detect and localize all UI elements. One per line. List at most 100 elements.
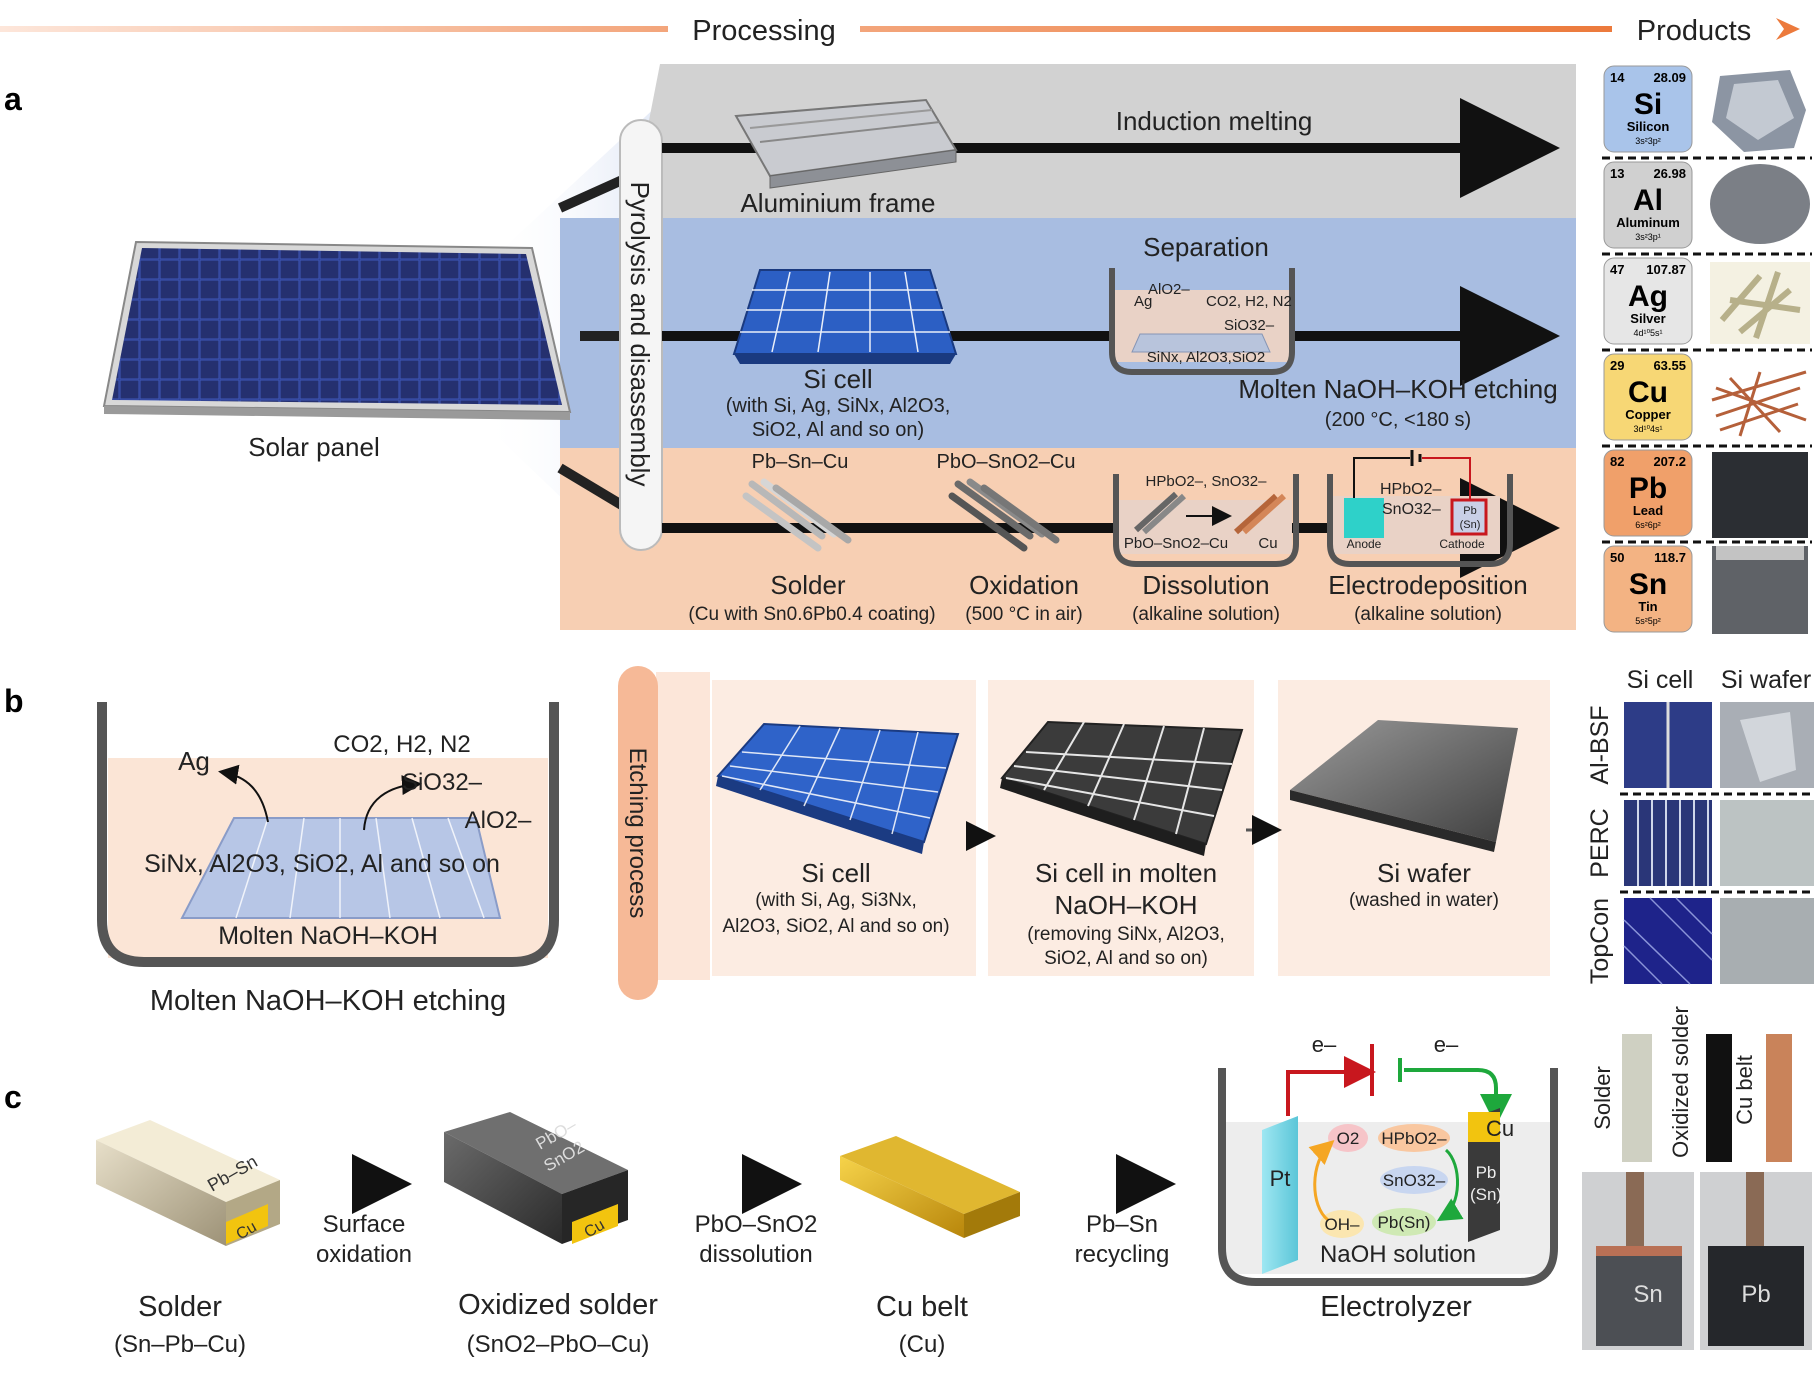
b-step2-title1: Si cell in molten	[1035, 858, 1217, 888]
dissolution-sub: (alkaline solution)	[1132, 604, 1280, 625]
al-config: 3s²3p¹	[1635, 232, 1661, 242]
row-perc: PERC	[1586, 808, 1614, 877]
b-alo2: AlO2–	[465, 807, 532, 834]
element-card-si: 14 28.09 Si Silicon 3s²3p²	[1603, 65, 1693, 153]
pb-mass: 207.2	[1653, 454, 1686, 469]
element-card-cu: 29 63.55 Cu Copper 3d¹⁰4s¹	[1603, 353, 1693, 441]
cathode-label: Cathode	[1439, 537, 1485, 551]
topcon-row	[1623, 897, 1814, 985]
si-number: 14	[1610, 70, 1625, 85]
element-card-al: 13 26.98 Al Aluminum 3s²3p¹	[1603, 161, 1693, 249]
b-step3-l1: (washed in water)	[1349, 890, 1499, 911]
induction-label: Induction melting	[1116, 106, 1313, 136]
c-electrolyzer-title: Electrolyzer	[1320, 1291, 1472, 1323]
c-arrow3-l2: recycling	[1075, 1241, 1170, 1268]
c-cubelt-sub: (Cu)	[899, 1331, 946, 1358]
panel-a: a Solar panel Pyrolysis and disassembly	[4, 64, 1576, 630]
c-o2: O2	[1337, 1129, 1360, 1148]
c-solder-sub: (Sn–Pb–Cu)	[114, 1331, 246, 1358]
elec-hpbo2: HPbO2–	[1380, 481, 1441, 498]
b-mix: SiNx, Al2O3, SiO2, Al and so on	[144, 850, 500, 878]
panel-c: c Pb–Sn Cu Solder (Sn–Pb–Cu) Surface oxi…	[4, 1006, 1812, 1358]
si-mass: 28.09	[1653, 70, 1686, 85]
c-photo-pb-label: Pb	[1741, 1281, 1770, 1308]
solder-title: Solder	[770, 570, 845, 600]
diss-bottom-left: PbO–SnO2–Cu	[1124, 535, 1228, 552]
sep-gas: CO2, H2, N2	[1206, 293, 1292, 310]
c-photo-strips	[1622, 1034, 1792, 1162]
c-arrow2-l2: dissolution	[699, 1241, 812, 1268]
etching-label: Etching process	[624, 748, 651, 919]
cu-number: 29	[1610, 358, 1624, 373]
product-photo-cu	[1711, 370, 1807, 437]
pbsncu-label: Pb–Sn–Cu	[752, 451, 849, 473]
sn-config: 5s²5p²	[1635, 616, 1661, 626]
b-fan	[656, 672, 710, 980]
pb-config: 6s²6p²	[1635, 520, 1661, 530]
oxidation-sub: (500 °C in air)	[965, 604, 1082, 625]
separation-label: Separation	[1143, 232, 1269, 262]
products-column: 14 28.09 Si Silicon 3s²3p² 13 26.98 Al A…	[1596, 62, 1816, 640]
b-caption: Molten NaOH–KOH etching	[150, 985, 506, 1017]
b-gas: CO2, H2, N2	[333, 731, 470, 758]
b-sio3: SiO32–	[402, 769, 483, 796]
dissolution-title: Dissolution	[1142, 570, 1269, 600]
col-si-wafer: Si wafer	[1721, 666, 1811, 694]
ag-symbol: Ag	[1628, 280, 1668, 313]
c-photo-sn	[1582, 1172, 1694, 1350]
c-cubelt-title: Cu belt	[876, 1291, 968, 1323]
c-hpbo2: HPbO2–	[1381, 1129, 1447, 1148]
oxidation-title: Oxidation	[969, 570, 1079, 600]
oxidized-wires-icon	[948, 478, 1060, 552]
electrodeposition-beaker	[1327, 450, 1513, 567]
al-symbol: Al	[1633, 184, 1663, 217]
solder-wires-icon	[742, 478, 852, 552]
ag-name: Silver	[1630, 311, 1665, 326]
etch-cond: (200 °C, <180 s)	[1325, 409, 1471, 431]
c-photo-cubelt: Cu belt	[1732, 1055, 1757, 1125]
anode-block	[1344, 498, 1384, 538]
c-pt: Pt	[1270, 1166, 1291, 1191]
product-photo-pb	[1712, 452, 1808, 538]
processing-bar-left	[0, 26, 668, 32]
c-cubelt-block	[840, 1136, 1020, 1238]
b-ag: Ag	[178, 746, 210, 776]
band-frame	[630, 64, 1576, 218]
product-photo-ag	[1710, 262, 1810, 344]
c-pbsn: Pb(Sn)	[1378, 1213, 1431, 1232]
b-step2-l2: SiO2, Al and so on)	[1044, 948, 1208, 969]
pb-name: Lead	[1633, 503, 1663, 518]
si-cell-icon	[732, 269, 958, 364]
si-symbol: Si	[1634, 88, 1662, 121]
b-step3-title: Si wafer	[1377, 858, 1471, 888]
products-label: Products	[1637, 15, 1751, 47]
col-si-cell: Si cell	[1627, 666, 1694, 694]
sep-bottom: SiNx, Al2O3,SiO2	[1147, 349, 1265, 366]
sn-mass: 118.7	[1654, 550, 1686, 565]
panel-c-letter: c	[4, 1079, 22, 1115]
solder-sub: (Cu with Sn0.6Pb0.4 coating)	[688, 604, 935, 625]
dissolution-beaker	[1113, 474, 1299, 567]
cathode-pb: Pb	[1463, 505, 1476, 517]
c-solder-title: Solder	[138, 1291, 222, 1323]
row-alsbf: Al-BSF	[1586, 705, 1614, 784]
pb-number: 82	[1610, 454, 1624, 469]
panel-a-letter: a	[4, 81, 22, 117]
sep-ag: Ag	[1134, 293, 1152, 310]
electro-sub: (alkaline solution)	[1354, 604, 1502, 625]
cathode-sn: (Sn)	[1460, 519, 1481, 531]
b-melt: Molten NaOH–KOH	[218, 922, 438, 950]
etching-pill	[618, 666, 658, 1000]
al-mass: 26.98	[1653, 166, 1686, 181]
cu-name: Copper	[1625, 407, 1671, 422]
elec-sno3: SnO32–	[1382, 501, 1441, 518]
diss-bottom-right: Cu	[1258, 535, 1277, 552]
c-electrolyzer	[1218, 1044, 1558, 1286]
si-cell-line1: (with Si, Ag, SiNx, Al2O3,	[726, 395, 951, 417]
c-naoh: NaOH solution	[1320, 1241, 1476, 1268]
si-config: 3s²3p²	[1635, 136, 1661, 146]
al-name: Aluminum	[1616, 215, 1680, 230]
row-topcon: TopCon	[1586, 898, 1614, 984]
element-card-sn: 50 118.7 Sn Tin 5s²5p²	[1603, 545, 1693, 633]
